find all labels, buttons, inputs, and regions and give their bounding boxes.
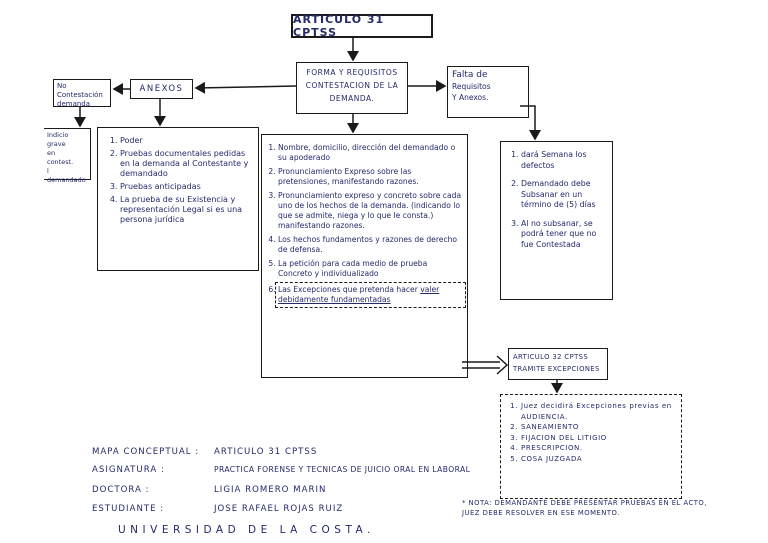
list-item: Pronunciamiento Expreso sobre las preten…	[278, 167, 463, 187]
excepciones-item: Las Excepciones que pretenda hacer valer…	[275, 282, 466, 308]
center-text: FORMA Y REQUISITOS CONTESTACION DE LA DE…	[305, 68, 399, 103]
excepciones-underlined: valer debidamente fundamentadas	[278, 285, 440, 304]
footer-value: JOSE RAFAEL ROJAS RUIZ	[214, 504, 344, 514]
indicio-line: Indicio	[47, 131, 69, 139]
art32-line-2: TRAMITE EXCEPCIONES	[513, 365, 600, 373]
falta-line-3: Y Anexos.	[452, 93, 489, 102]
requisitos-list: Nombre, domicilio, dirección del demanda…	[261, 134, 468, 378]
falta-requisitos-node: Falta de Requisitos Y Anexos.	[447, 66, 529, 118]
footer-mapa: MAPA CONCEPTUAL : ARTICULO 31 CPTSS	[92, 447, 317, 457]
list-item: SANEAMIENTO	[521, 422, 675, 433]
anexos-list: Poder Pruebas documentales pedidas en la…	[97, 127, 259, 271]
indicio-node: Indicio grave en contest. l demandado	[44, 128, 91, 184]
footer-value: ARTICULO 31 CPTSS	[214, 447, 318, 457]
anexos-text: ANEXOS	[139, 84, 184, 94]
list-item: La prueba de su Existencia y representac…	[120, 195, 252, 225]
list-item: Pruebas anticipadas	[120, 182, 252, 192]
footer-value: LIGIA ROMERO MARIN	[214, 485, 327, 495]
footer-estudiante: ESTUDIANTE : JOSE RAFAEL ROJAS RUIZ	[92, 504, 343, 514]
list-item: PRESCRIPCION.	[521, 443, 675, 454]
list-item: COSA JUZGADA	[521, 454, 675, 465]
list-item: Nombre, domicilio, dirección del demanda…	[278, 143, 463, 163]
footer-label: DOCTORA :	[92, 485, 150, 495]
footer-value: PRACTICA FORENSE Y TECNICAS DE JUICIO OR…	[214, 465, 471, 474]
anexos-node: ANEXOS	[130, 79, 193, 99]
no-contestacion-node: No Contestación demanda	[53, 79, 111, 108]
nota-text: * NOTA: DEMANDANTE DEBE PRESENTAR PRUEBA…	[462, 499, 707, 517]
list-item: Pruebas documentales pedidas en la deman…	[120, 149, 252, 179]
tramite-list: Juez decidirá Excepciones previas en AUD…	[500, 394, 682, 499]
list-item: Poder	[120, 136, 252, 146]
footer-doctora: DOCTORA : LIGIA ROMERO MARIN	[92, 485, 326, 495]
list-item: Pronunciamiento expreso y concreto sobre…	[278, 191, 463, 231]
title-box: ARTICULO 31 CPTSS	[291, 13, 433, 39]
list-item: Demandado debe Subsanar en un término de…	[521, 179, 607, 211]
falta-line-1: Falta de	[452, 70, 488, 80]
excepciones-text: Las Excepciones que pretenda hacer	[278, 285, 418, 294]
footer-label: ESTUDIANTE :	[92, 504, 165, 514]
falta-list: dará Semana los defectos Demandado debe …	[500, 141, 613, 300]
list-item: dará Semana los defectos	[521, 150, 607, 171]
list-item: Al no subsanar, se podrá tener que no fu…	[521, 219, 607, 251]
title-text: ARTICULO 31 CPTSS	[293, 13, 385, 39]
university-name: UNIVERSIDAD DE LA COSTA.	[118, 524, 375, 536]
indicio-line: l demandado	[47, 167, 86, 184]
falta-line-2: Requisitos	[452, 82, 491, 91]
list-item: Los hechos fundamentos y razones de dere…	[278, 235, 463, 255]
footer-label: ASIGNATURA :	[92, 465, 165, 475]
indicio-line: grave	[47, 140, 66, 148]
list-item: La petición para cada medio de prueba Co…	[278, 259, 463, 279]
center-node: FORMA Y REQUISITOS CONTESTACION DE LA DE…	[296, 62, 408, 114]
articulo-32-node: ARTICULO 32 CPTSS TRAMITE EXCEPCIONES	[508, 348, 608, 380]
list-item: FIJACION DEL LITIGIO	[521, 433, 675, 444]
list-item: Juez decidirá Excepciones previas en AUD…	[521, 401, 675, 422]
footer-asignatura: ASIGNATURA : PRACTICA FORENSE Y TECNICAS …	[92, 465, 470, 475]
indicio-line: en	[47, 149, 56, 157]
indicio-line: contest.	[47, 158, 74, 166]
no-contestacion-text: No Contestación demanda	[57, 82, 103, 108]
footer-label: MAPA CONCEPTUAL :	[92, 447, 200, 457]
art32-line-1: ARTICULO 32 CPTSS	[513, 353, 589, 361]
